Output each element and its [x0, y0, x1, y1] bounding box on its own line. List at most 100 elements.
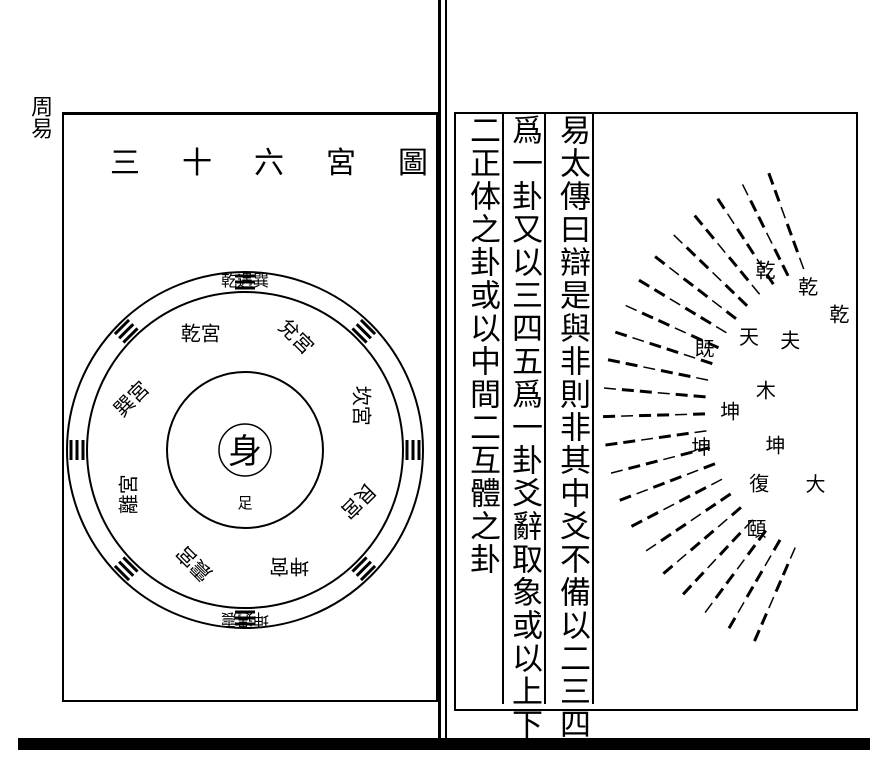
hexagram-bar [710, 478, 723, 486]
hexagram-bar [623, 439, 636, 445]
hexagram-bar [605, 441, 618, 447]
fan-label: 天 [739, 325, 759, 349]
fan-labels: 乾乾乾夫天既木坤坤坤復頤大 [691, 258, 849, 541]
ring-label: 兌宮 [273, 314, 318, 359]
hexagram-bar [753, 629, 761, 642]
hexagram-bar [754, 570, 764, 583]
hexagram-bar [711, 299, 723, 309]
hexagram-bar [736, 559, 745, 570]
hexagram-bar [705, 228, 715, 240]
text-panel [454, 112, 858, 711]
column-rule [544, 114, 546, 704]
hexagram-bar [725, 310, 737, 320]
fan-label: 頤 [746, 517, 766, 541]
circle-diagram: 乾宮兌宮坎宮艮宮坤宮震宮離宮巽宮乾遇巽坤遇震足 身 [66, 271, 424, 629]
inner-ring [166, 371, 324, 529]
trigram-line [359, 318, 377, 336]
fan-label: 木 [756, 378, 776, 402]
trigram-line [118, 323, 135, 340]
hexagram-bar [625, 304, 637, 312]
hexagram-bar [683, 353, 696, 359]
hexagram-bar [716, 197, 726, 210]
text-column-3: 二正体之卦或以中間二互體之卦 [464, 114, 500, 576]
fan-label: 大 [806, 472, 826, 496]
hexagram-bar [654, 255, 666, 266]
hexagram-bar [693, 214, 704, 226]
hexagram-bar [715, 325, 727, 334]
hexagram-bar [663, 455, 676, 461]
hexagram-bar [698, 258, 710, 270]
right-page [445, 0, 872, 745]
hexagram-bar [645, 543, 657, 552]
trigram-mark [69, 440, 85, 460]
hexagram-bar [764, 555, 772, 567]
center-character: 身 [228, 432, 262, 472]
hexagram-bar [684, 306, 697, 316]
hexagram-bar [727, 256, 738, 268]
hexagram-bar [678, 372, 691, 378]
hexagram-bar [757, 216, 766, 229]
hexagram-bar [690, 333, 703, 342]
hexagram-bar [641, 311, 654, 320]
hexagram-bar [780, 206, 786, 219]
trigram-mark [235, 610, 255, 626]
hexagram-bar [657, 391, 670, 395]
hexagram-bar [630, 519, 643, 528]
hexagram-bar [749, 199, 758, 212]
ring-label: 坎宮 [349, 386, 373, 426]
hexagram-bar [737, 601, 745, 614]
trigram-mark [351, 318, 377, 344]
hexagram-bar [653, 288, 666, 297]
hexagram-bar [694, 571, 705, 583]
fan-label: 乾 [798, 275, 818, 299]
hexagram-bar [741, 184, 749, 196]
hexagram-bar [697, 288, 709, 298]
hexagram-bar [693, 394, 706, 399]
hexagram-bar [675, 392, 688, 397]
hexagram-bar [707, 558, 717, 569]
hexagram-bar [676, 553, 687, 563]
hexagram-bar [696, 376, 709, 381]
ring-label: 震宮 [171, 541, 216, 586]
trigram-line [351, 556, 368, 573]
hexagram-bar [736, 228, 746, 240]
ring-label: 巽宮 [109, 376, 154, 421]
hexagram-bar [724, 283, 736, 295]
trigram-line [122, 556, 139, 573]
hexagram-bar [610, 469, 623, 474]
hexagram-bar [603, 387, 616, 390]
outer-label: 乾遇巽 [221, 271, 269, 290]
hexagram-bar [682, 584, 693, 596]
text-columns: 易太傳曰辯是與非則非其中爻不備以二三四 爲一卦又以三四五爲一卦爻辭取象或以上下 … [462, 114, 594, 741]
ring-label: 離宮 [117, 474, 141, 514]
hexagram-bar [727, 617, 737, 629]
hexagram-bar [773, 248, 782, 261]
trigram-line [113, 318, 131, 336]
hexagram-bar [658, 434, 672, 440]
trigram-mark [351, 556, 377, 582]
hexagram-bar [739, 270, 750, 282]
hexagram-bar [760, 612, 768, 626]
trigram-line [118, 560, 135, 577]
hexagram-bar [700, 358, 713, 366]
fan-diagram: 乾乾乾夫天既木坤坤坤復頤大 [603, 172, 849, 642]
hexagram-bar [712, 271, 722, 282]
ring-label: 艮宮 [336, 478, 381, 523]
hexagram-bar [639, 389, 652, 394]
hexagram-bar [703, 529, 715, 540]
binding-edge [18, 738, 870, 750]
column-rule [592, 114, 594, 704]
hexagram-bar [645, 459, 658, 466]
hexagram-bar [680, 450, 693, 457]
hexagram-bar [731, 531, 742, 543]
hexagram-bar [636, 488, 649, 495]
trigram-line [359, 564, 377, 582]
hexagram-bar [694, 486, 707, 495]
hexagram-bar [746, 544, 757, 556]
fan-label: 坤 [720, 400, 740, 424]
hexagram-bar [745, 585, 755, 598]
hexagram-bar [669, 298, 681, 306]
hexagram-bar [773, 189, 781, 202]
center-circle [218, 423, 272, 477]
ring-label: 乾宮 [181, 322, 221, 346]
